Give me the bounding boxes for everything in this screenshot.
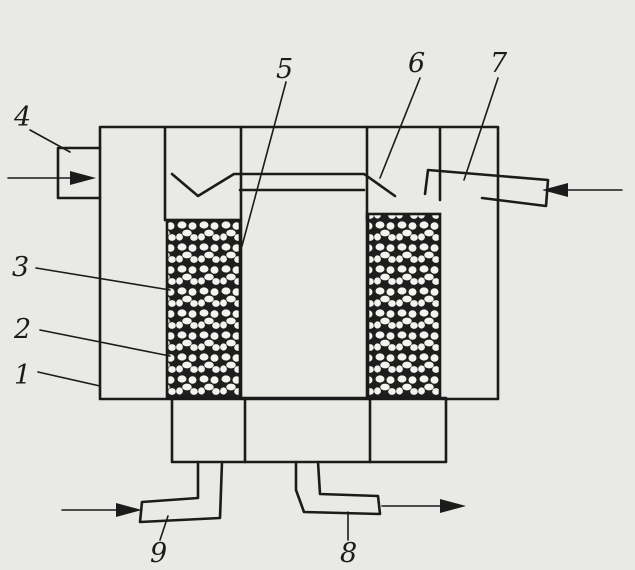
leader-4 (29, 129, 71, 153)
leader-2 (39, 329, 171, 357)
label-4: 4 (13, 102, 31, 133)
leader-7 (463, 77, 499, 181)
pipe-9 (138, 460, 224, 524)
inlet-pipe-7 (423, 168, 550, 208)
label-6: 6 (408, 48, 425, 79)
pipe-8 (294, 460, 382, 516)
inlet-pipe-4 (56, 146, 102, 200)
packed-bed-right (366, 212, 442, 400)
lower-chamber (170, 396, 448, 464)
label-3: 3 (12, 252, 29, 283)
label-1: 1 (14, 360, 31, 391)
label-5: 5 (276, 54, 293, 85)
leader-9 (159, 515, 169, 541)
label-7: 7 (490, 48, 508, 79)
arrow-inlet-7 (542, 183, 623, 197)
label-2: 2 (13, 314, 31, 345)
leader-5 (241, 81, 287, 247)
arrow-outlet-8 (381, 499, 466, 513)
leader-1 (37, 371, 101, 387)
label-9: 9 (150, 538, 167, 569)
label-8: 8 (340, 538, 357, 569)
arrow-inlet-9 (61, 503, 142, 517)
packed-bed-left (165, 218, 242, 400)
leader-6 (379, 77, 421, 179)
leader-3 (35, 267, 171, 291)
distributor-6 (170, 172, 397, 198)
arrow-inlet-4 (7, 171, 96, 185)
